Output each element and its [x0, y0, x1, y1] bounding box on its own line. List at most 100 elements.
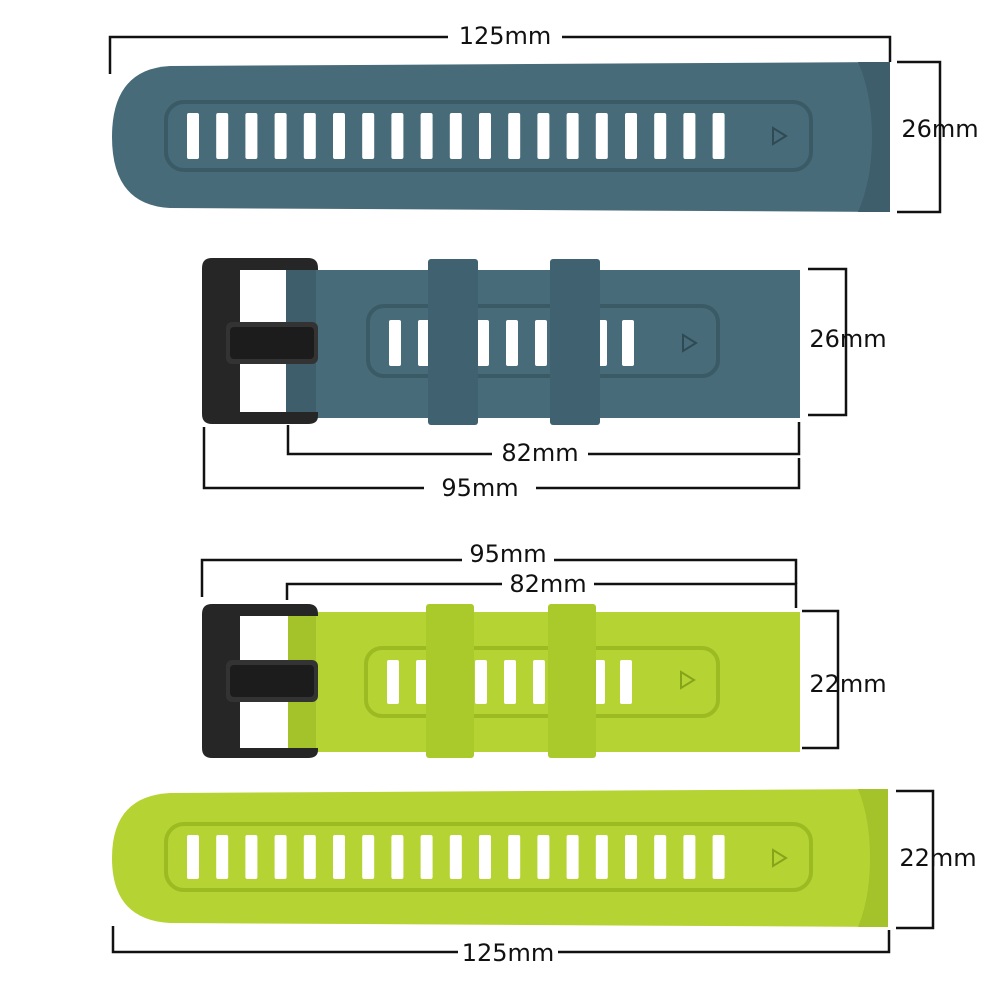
band-1-length-label: 125mm	[459, 22, 552, 50]
strap-hole	[333, 113, 345, 159]
band-1-slate-long-strap	[112, 62, 890, 212]
strap-hole	[595, 113, 608, 159]
strap-hole	[625, 835, 637, 879]
band-3-keeper-loop-1	[426, 604, 474, 758]
band-3-keeper-loop-2	[548, 604, 596, 758]
triangle-right-icon	[680, 670, 696, 690]
strap-hole	[620, 660, 632, 704]
strap-hole	[712, 835, 725, 879]
strap-hole	[535, 320, 547, 366]
strap-hole	[566, 113, 579, 159]
band-1-inner-channel	[164, 100, 813, 172]
band-4-width-label: 22mm	[899, 844, 976, 872]
strap-hole	[245, 113, 258, 159]
strap-hole	[420, 113, 433, 159]
band-4-inner-channel	[164, 822, 813, 892]
band-1-length-line-left	[108, 35, 448, 74]
dimension-lines	[108, 35, 942, 954]
strap-hole	[504, 660, 516, 704]
band-2-buckle	[202, 258, 318, 424]
band-1-width-bracket	[897, 60, 942, 214]
band-2-inner-channel	[366, 304, 720, 378]
band-3-inner-channel	[364, 646, 720, 718]
strap-hole	[479, 835, 491, 879]
band-2-total-line-right	[536, 458, 801, 490]
strap-hole	[449, 835, 462, 879]
strap-hole	[683, 113, 696, 159]
strap-hole	[420, 835, 433, 879]
band-3-lime-buckle-strap	[202, 604, 800, 758]
strap-hole	[391, 835, 404, 879]
band-3-total-length-label: 95mm	[469, 540, 546, 568]
strap-hole	[479, 113, 491, 159]
strap-hole	[216, 113, 229, 159]
triangle-right-icon	[682, 333, 698, 353]
band-3-strap-length-label: 82mm	[509, 570, 586, 598]
strap-hole	[333, 835, 345, 879]
strap-hole	[303, 835, 316, 879]
strap-hole	[477, 320, 489, 366]
band-1-length-line-right	[562, 35, 892, 62]
strap-hole	[387, 660, 399, 704]
strap-hole	[533, 660, 545, 704]
band-3-strap-line-right	[594, 582, 798, 608]
band-2-total-length-label: 95mm	[441, 474, 518, 502]
strap-hole	[362, 113, 375, 159]
strap-hole	[654, 835, 667, 879]
strap-hole	[475, 660, 487, 704]
strap-hole	[187, 113, 199, 159]
strap-hole	[362, 835, 375, 879]
triangle-right-icon	[772, 126, 788, 146]
strap-hole	[187, 835, 199, 879]
strap-hole	[508, 113, 521, 159]
strap-hole	[506, 320, 518, 366]
strap-hole	[274, 835, 287, 879]
band-2-keeper-loop-2	[550, 259, 600, 425]
strap-hole	[274, 113, 287, 159]
band-2-total-line-left	[202, 427, 424, 490]
strap-hole	[625, 113, 637, 159]
band-4-holes	[187, 835, 725, 879]
strap-hole	[683, 835, 696, 879]
strap-hole	[537, 113, 550, 159]
band-4-length-line-left	[111, 926, 458, 954]
band-4-length-label: 125mm	[462, 939, 555, 967]
band-1-body	[112, 62, 890, 212]
strap-hole	[449, 113, 462, 159]
strap-hole	[566, 835, 579, 879]
strap-hole	[537, 835, 550, 879]
band-2-strap-length-label: 82mm	[501, 439, 578, 467]
strap-hole	[216, 835, 229, 879]
band-3-strap-line-left	[285, 582, 502, 600]
strap-hole	[389, 320, 401, 366]
band-1-width-label: 26mm	[901, 115, 978, 143]
strap-hole	[622, 320, 634, 366]
strap-hole	[595, 835, 608, 879]
band-1-holes	[187, 113, 725, 159]
band-4-body	[112, 789, 888, 927]
band-4-length-line-right	[558, 930, 891, 954]
band-4-lime-long-strap	[112, 789, 888, 927]
triangle-right-icon	[772, 848, 788, 868]
strap-hole	[508, 835, 521, 879]
band-2-keeper-loop-1	[428, 259, 478, 425]
strap-hole	[391, 113, 404, 159]
band-2-width-bracket	[808, 267, 848, 417]
strap-hole	[245, 835, 258, 879]
strap-hole	[418, 320, 430, 366]
band-3-width-label: 22mm	[809, 670, 886, 698]
strap-hole	[712, 113, 725, 159]
strap-hole	[303, 113, 316, 159]
band-3-buckle	[202, 604, 318, 758]
band-2-strap-line-right	[588, 422, 801, 456]
strap-hole	[654, 113, 667, 159]
band-4-width-bracket	[896, 789, 935, 930]
band-3-width-bracket	[802, 609, 840, 750]
band-3-total-line-left	[200, 558, 462, 597]
band-2-slate-buckle-strap	[202, 258, 800, 425]
band-2-width-label: 26mm	[809, 325, 886, 353]
band-3-total-line-right	[554, 558, 798, 584]
strap-hole	[416, 660, 428, 704]
band-2-strap-line-left	[286, 425, 492, 456]
